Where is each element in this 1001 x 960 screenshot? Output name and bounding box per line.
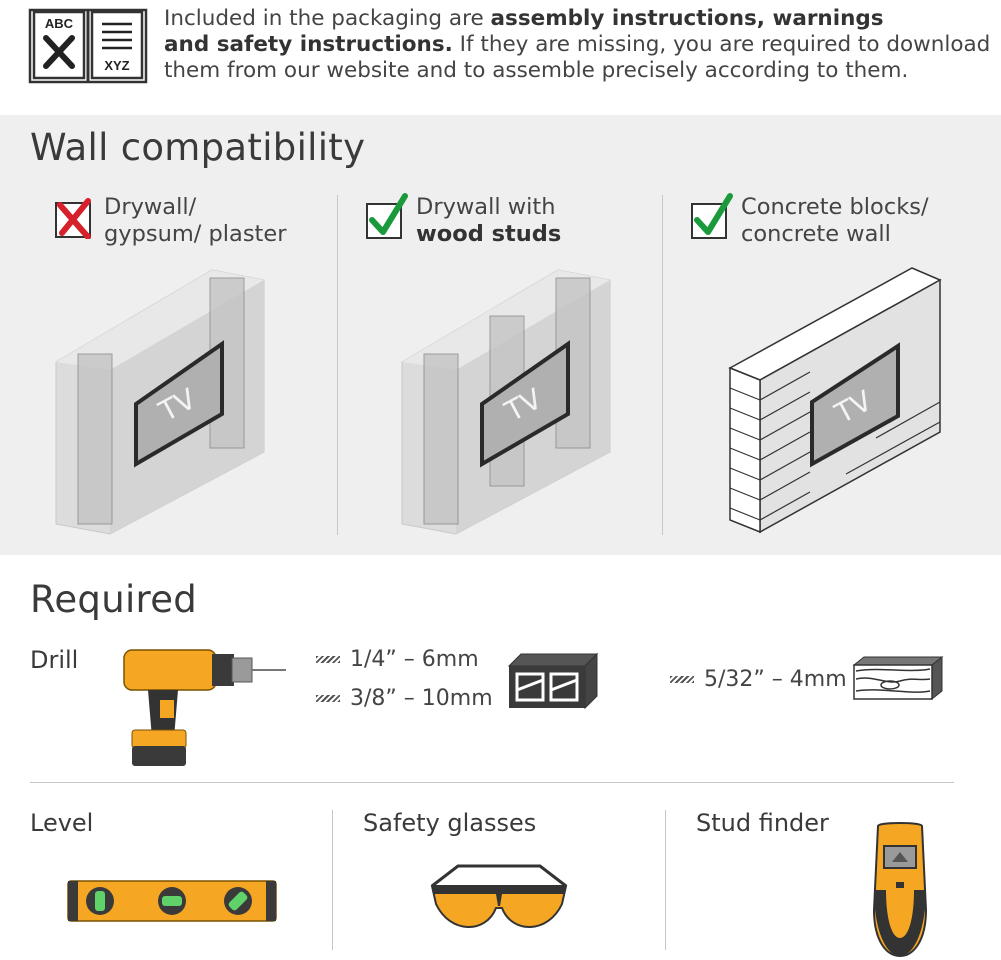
wall-label-wood-studs: Drywall with wood studs: [416, 194, 561, 248]
concrete-block-icon: [507, 652, 599, 710]
drill-label: Drill: [30, 646, 79, 674]
wall-label-line: gypsum/ plaster: [104, 221, 287, 247]
note-line1-bold: assembly instructions, warnings: [490, 6, 884, 31]
safety-glasses-icon: [430, 864, 568, 928]
divider: [665, 810, 666, 950]
wood-stud-wall-illustration: TV: [401, 269, 611, 535]
concrete-wall-illustration: TV: [728, 267, 942, 534]
book-abc: ABC: [45, 16, 74, 31]
wall-label-line: Drywall with: [416, 194, 556, 220]
drill-spec: 3/8” – 10mm: [316, 686, 493, 711]
instruction-book-icon: ABC XYZ: [28, 8, 148, 84]
note-line1: Included in the packaging are: [164, 6, 491, 31]
wall-label-line: concrete wall: [741, 221, 891, 247]
drill-bit-icon: [316, 695, 340, 702]
wood-plank-icon: [852, 655, 944, 701]
wall-label-line-bold: wood studs: [416, 221, 562, 247]
drill-spec: 1/4” – 6mm: [316, 647, 479, 672]
drill-icon: [123, 649, 286, 766]
wall-label-line: Concrete blocks/: [741, 194, 929, 220]
wall-label-line: Drywall/: [104, 194, 197, 220]
drywall-illustration: TV: [55, 269, 265, 535]
wood-drill-spec: 5/32” – 4mm: [670, 667, 847, 692]
section-divider: [30, 782, 954, 783]
book-xyz: XYZ: [104, 58, 129, 73]
stud-finder-label: Stud finder: [696, 809, 829, 837]
stud-finder-icon: [872, 822, 928, 958]
compatible-check-icon: [366, 193, 408, 239]
packaging-note: Included in the packaging are assembly i…: [164, 6, 990, 84]
note-line3: them from our website and to assemble pr…: [164, 58, 909, 83]
incompatible-cross-icon: [55, 198, 91, 239]
drill-bit-icon: [316, 656, 340, 663]
spirit-level-icon: [67, 880, 277, 922]
drill-spec-text: 3/8” – 10mm: [350, 686, 493, 711]
level-label: Level: [30, 809, 94, 837]
note-line2: If they are missing, you are required to…: [452, 32, 991, 57]
divider: [332, 810, 333, 950]
wall-compatibility-title: Wall compatibility: [30, 126, 366, 169]
drill-bit-icon: [670, 676, 694, 683]
wood-spec-text: 5/32” – 4mm: [704, 667, 847, 692]
drill-spec-text: 1/4” – 6mm: [350, 647, 479, 672]
divider: [662, 195, 663, 535]
wall-label-concrete: Concrete blocks/ concrete wall: [741, 194, 929, 248]
required-title: Required: [30, 578, 198, 621]
compatible-check-icon: [691, 193, 733, 239]
wall-label-drywall: Drywall/ gypsum/ plaster: [104, 194, 286, 248]
note-line2-bold: and safety instructions.: [164, 32, 453, 57]
divider: [337, 195, 338, 535]
safety-glasses-label: Safety glasses: [363, 809, 537, 837]
